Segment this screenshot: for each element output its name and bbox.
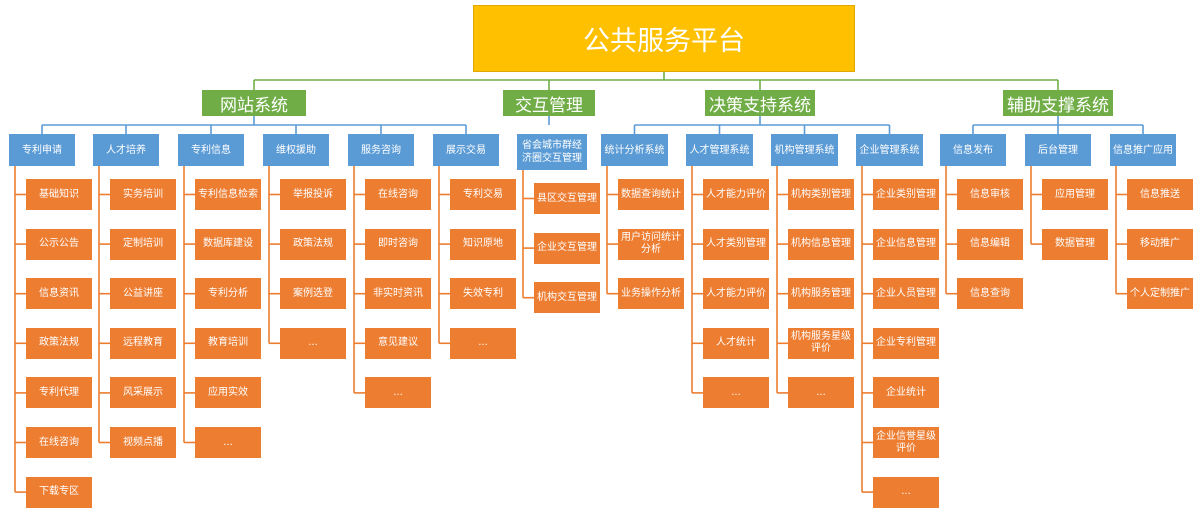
leaf-item: 机构信息管理 — [788, 228, 854, 260]
leaf-item: 用户访问统计分析 — [618, 228, 684, 260]
leaf-item: 政策法规 — [26, 327, 92, 359]
column-header: 专利信息 — [178, 134, 244, 166]
column-header: 展示交易 — [433, 134, 499, 166]
column-header: 信息推广应用 — [1110, 134, 1176, 166]
leaf-item: 知识原地 — [450, 228, 516, 260]
leaf-item: 企业统计 — [873, 377, 939, 409]
column-header: 企业管理系统 — [856, 134, 923, 166]
leaf-item: 移动推广 — [1127, 228, 1193, 260]
leaf-item: 数据查询统计 — [618, 179, 684, 210]
leaf-item: 企业人员管理 — [873, 278, 939, 310]
leaf-item: ... — [195, 427, 261, 458]
leaf-item: 人才统计 — [703, 327, 769, 359]
leaf-item: 专利信息检索 — [195, 179, 261, 210]
column-header: 维权援助 — [263, 134, 329, 166]
leaf-item: 人才能力评价 — [703, 179, 769, 210]
leaf-item: 专利交易 — [450, 179, 516, 210]
leaf-item: 县区交互管理 — [534, 183, 600, 214]
column-header: 人才管理系统 — [686, 134, 753, 166]
column-header: 信息发布 — [940, 134, 1006, 166]
leaf-item: 视频点播 — [110, 427, 176, 458]
group-node: 辅助支撑系统 — [1003, 90, 1113, 116]
leaf-item: 政策法规 — [280, 228, 346, 260]
leaf-item: 信息资讯 — [26, 278, 92, 310]
leaf-item: 企业类别管理 — [873, 179, 939, 210]
leaf-item: 应用实效 — [195, 377, 261, 409]
leaf-item: 教育培训 — [195, 327, 261, 359]
leaf-item: 非实时资讯 — [365, 278, 431, 310]
column-header: 人才培养 — [93, 134, 159, 166]
leaf-item: 个人定制推广 — [1127, 278, 1193, 310]
leaf-item: ... — [450, 327, 516, 359]
group-node: 决策支持系统 — [705, 90, 815, 116]
leaf-item: 信息推送 — [1127, 179, 1193, 210]
leaf-item: 案例选登 — [280, 278, 346, 310]
leaf-item: 基础知识 — [26, 179, 92, 210]
leaf-item: 企业信息管理 — [873, 228, 939, 260]
leaf-item: 企业交互管理 — [534, 232, 600, 264]
column-header: 省会城市群经济圈交互管理 — [517, 134, 587, 170]
leaf-item: 机构服务星级评价 — [788, 327, 854, 359]
leaf-item: 公示公告 — [26, 228, 92, 260]
leaf-item: 信息审核 — [957, 179, 1023, 210]
leaf-item: 应用管理 — [1042, 179, 1108, 210]
leaf-item: 机构交互管理 — [534, 282, 600, 314]
leaf-item: ... — [873, 476, 939, 508]
root-node: 公共服务平台 — [473, 5, 855, 72]
leaf-item: ... — [788, 377, 854, 409]
leaf-item: 机构类别管理 — [788, 179, 854, 210]
column-header: 服务咨询 — [348, 134, 414, 166]
leaf-item: 在线咨询 — [365, 179, 431, 210]
column-header: 专利申请 — [9, 134, 75, 166]
leaf-item: ... — [365, 377, 431, 409]
leaf-item: 意见建议 — [365, 327, 431, 359]
leaf-item: 风采展示 — [110, 377, 176, 409]
leaf-item: ... — [703, 377, 769, 409]
leaf-item: 公益讲座 — [110, 278, 176, 310]
leaf-item: 企业专利管理 — [873, 327, 939, 359]
leaf-item: 下载专区 — [26, 476, 92, 508]
leaf-item: 专利分析 — [195, 278, 261, 310]
leaf-item: 举报投诉 — [280, 179, 346, 210]
leaf-item: 数据库建设 — [195, 228, 261, 260]
leaf-item: 信息编辑 — [957, 228, 1023, 260]
leaf-item: 远程教育 — [110, 327, 176, 359]
leaf-item: 定制培训 — [110, 228, 176, 260]
column-header: 统计分析系统 — [601, 134, 668, 166]
leaf-item: 人才类别管理 — [703, 228, 769, 260]
group-node: 交互管理 — [503, 90, 595, 116]
leaf-item: 专利代理 — [26, 377, 92, 409]
leaf-item: ... — [280, 327, 346, 359]
leaf-item: 机构服务管理 — [788, 278, 854, 310]
group-node: 网站系统 — [202, 90, 306, 116]
leaf-item: 失效专利 — [450, 278, 516, 310]
leaf-item: 即时咨询 — [365, 228, 431, 260]
column-header: 机构管理系统 — [771, 134, 838, 166]
leaf-item: 业务操作分析 — [618, 278, 684, 310]
leaf-item: 企业信誉星级评价 — [873, 427, 939, 458]
leaf-item: 数据管理 — [1042, 228, 1108, 260]
leaf-item: 人才能力评价 — [703, 278, 769, 310]
leaf-item: 在线咨询 — [26, 427, 92, 458]
column-header: 后台管理 — [1025, 134, 1091, 166]
leaf-item: 实务培训 — [110, 179, 176, 210]
leaf-item: 信息查询 — [957, 278, 1023, 310]
